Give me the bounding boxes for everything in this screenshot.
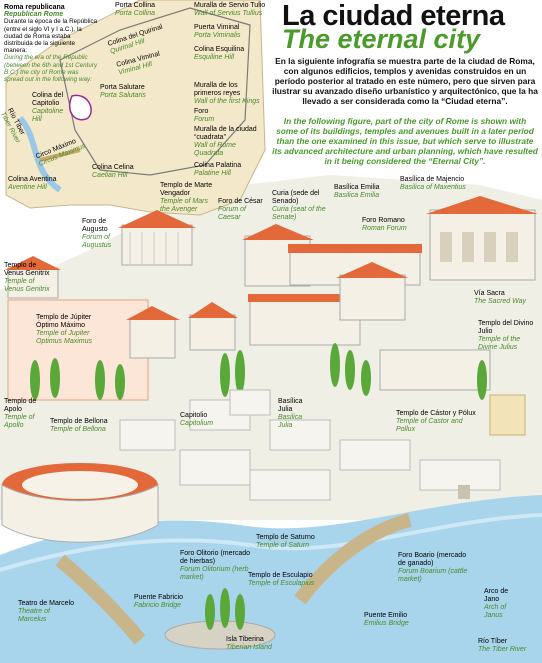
label-curia: Curia (sede del Senado)Curia (seat of th…	[272, 190, 326, 221]
label-forum-olitorium: Foro Olitorio (mercado de hierbas)Forum …	[180, 550, 251, 581]
intro-english: In the following figure, part of the cit…	[272, 116, 538, 166]
inset-map	[5, 0, 266, 216]
title-english: The eternal city	[282, 24, 481, 54]
inset-legend-item: Muralla de la ciudad “cuadrata”Wall of R…	[194, 126, 257, 157]
inset-desc-es: Durante la época de la República (entre …	[4, 18, 98, 55]
inset-desc-en: During the era of the Republic (between …	[4, 54, 98, 84]
title-spanish: La ciudad eterna	[282, 0, 505, 32]
label-forum-boarium: Foro Boario (mercado de ganado)Forum Boa…	[398, 552, 468, 583]
buildings	[1, 196, 538, 650]
inset-title-es: Roma republicana	[4, 4, 65, 11]
intro-spanish: En la siguiente infografía se muestra pa…	[272, 56, 538, 106]
inset-description: Roma republicana Republican Rome Durante…	[4, 4, 99, 83]
inset-title-en: Republican Rome	[4, 11, 64, 19]
tiber-river	[0, 495, 542, 663]
